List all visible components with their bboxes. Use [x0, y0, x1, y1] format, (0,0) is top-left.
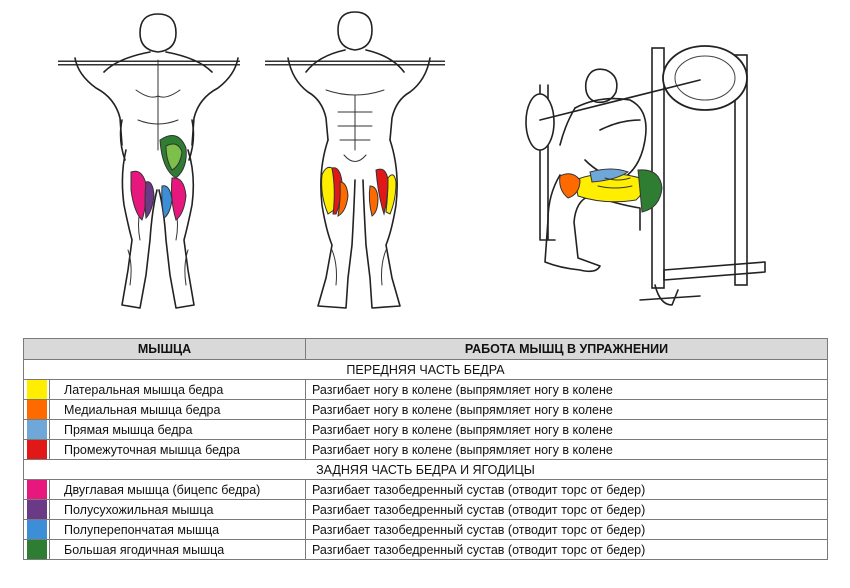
muscle-work: Разгибает ногу в колене (выпрямляет ногу… — [305, 379, 828, 400]
color-swatch-biceps — [26, 480, 47, 499]
muscle-work: Разгибает ногу в колене (выпрямляет ногу… — [305, 399, 828, 420]
color-swatch-medial — [26, 400, 47, 419]
column-header-muscle: МЫШЦА — [23, 338, 306, 360]
table-header-row: МЫШЦА РАБОТА МЫШЦ В УПРАЖНЕНИИ — [23, 338, 828, 360]
table-row: Медиальная мышца бедра Разгибает ногу в … — [23, 399, 828, 420]
muscle-name: Большая ягодичная мышца — [49, 539, 306, 560]
table-row: Прямая мышца бедра Разгибает ногу в коле… — [23, 419, 828, 440]
section-title: ПЕРЕДНЯЯ ЧАСТЬ БЕДРА — [23, 359, 828, 380]
muscle-work: Разгибает тазобедренный сустав (отводит … — [305, 539, 828, 560]
table-row: Большая ягодичная мышца Разгибает тазобе… — [23, 539, 828, 560]
muscle-work: Разгибает ногу в колене (выпрямляет ногу… — [305, 419, 828, 440]
figure-back-view — [58, 13, 240, 309]
muscle-work: Разгибает тазобедренный сустав (отводит … — [305, 519, 828, 540]
muscle-legend-table: МЫШЦА РАБОТА МЫШЦ В УПРАЖНЕНИИ ПЕРЕДНЯЯ … — [23, 338, 828, 560]
muscle-name: Медиальная мышца бедра — [49, 399, 306, 420]
muscle-name: Промежуточная мышца бедра — [49, 439, 306, 460]
section-title: ЗАДНЯЯ ЧАСТЬ БЕДРА И ЯГОДИЦЫ — [23, 459, 828, 480]
squat-muscle-illustrations — [58, 11, 766, 309]
gluteus-side — [637, 169, 663, 213]
biceps-back-right — [171, 177, 187, 221]
color-swatch-gluteus — [26, 540, 47, 559]
muscle-work: Разгибает тазобедренный сустав (отводит … — [305, 499, 828, 520]
figure-front-view — [265, 11, 445, 309]
table-row: Полусухожильная мышца Разгибает тазобедр… — [23, 499, 828, 520]
table-row: Двуглавая мышца (бицепс бедра) Разгибает… — [23, 479, 828, 500]
figure-squat-in-rack — [525, 45, 766, 306]
table-row: Латеральная мышца бедра Разгибает ногу в… — [23, 379, 828, 400]
biceps-back-left — [130, 170, 147, 221]
muscle-work: Разгибает тазобедренный сустав (отводит … — [305, 479, 828, 500]
muscle-work: Разгибает ногу в колене (выпрямляет ногу… — [305, 439, 828, 460]
color-swatch-semimembranosus — [26, 520, 47, 539]
section-row-front-thigh: ПЕРЕДНЯЯ ЧАСТЬ БЕДРА — [23, 359, 828, 380]
table-row: Промежуточная мышца бедра Разгибает ногу… — [23, 439, 828, 460]
muscle-name: Прямая мышца бедра — [49, 419, 306, 440]
rack-frame — [651, 47, 665, 289]
muscle-name: Двуглавая мышца (бицепс бедра) — [49, 479, 306, 500]
table-row: Полуперепончатая мышца Разгибает тазобед… — [23, 519, 828, 540]
color-swatch-lateral — [26, 380, 47, 399]
muscle-name: Латеральная мышца бедра — [49, 379, 306, 400]
color-swatch-rectus — [26, 420, 47, 439]
muscle-name: Полуперепончатая мышца — [49, 519, 306, 540]
column-header-work: РАБОТА МЫШЦ В УПРАЖНЕНИИ — [305, 338, 828, 360]
muscle-name: Полусухожильная мышца — [49, 499, 306, 520]
color-swatch-semitendinosus — [26, 500, 47, 519]
section-row-back-thigh: ЗАДНЯЯ ЧАСТЬ БЕДРА И ЯГОДИЦЫ — [23, 459, 828, 480]
color-swatch-intermediate — [26, 440, 47, 459]
